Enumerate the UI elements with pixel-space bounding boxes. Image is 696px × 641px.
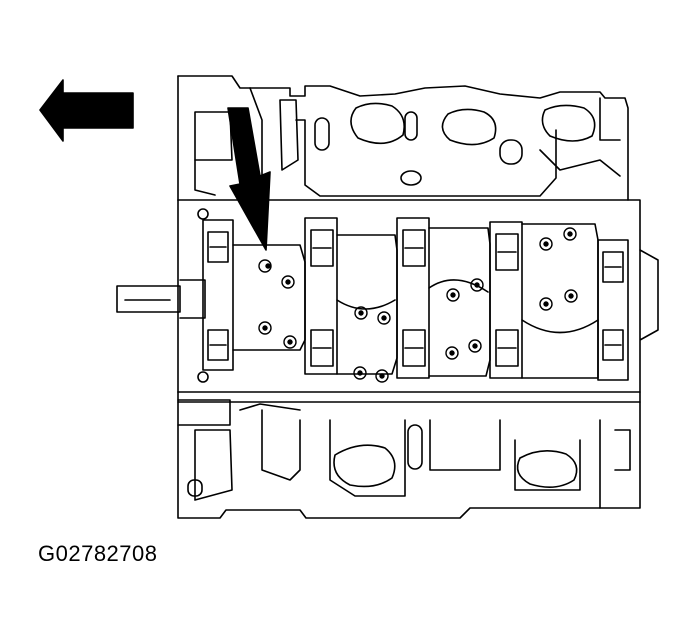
bolt bbox=[357, 370, 363, 376]
bolt bbox=[262, 325, 268, 331]
bolt bbox=[285, 279, 291, 285]
bolt bbox=[449, 350, 455, 356]
bolt bbox=[258, 321, 272, 335]
bolt bbox=[563, 227, 577, 241]
bolt bbox=[281, 275, 295, 289]
bolt bbox=[258, 259, 272, 273]
bearing-cap-4 bbox=[489, 221, 523, 379]
bolt bbox=[450, 292, 456, 298]
bolt bbox=[358, 310, 364, 316]
bolt bbox=[564, 289, 578, 303]
bearing-cap-2 bbox=[304, 217, 338, 375]
direction-arrow-icon bbox=[39, 79, 134, 142]
bolt bbox=[377, 311, 391, 325]
bolt bbox=[283, 335, 297, 349]
cap-bolts bbox=[258, 227, 578, 383]
bolt bbox=[567, 231, 573, 237]
bolt bbox=[470, 278, 484, 292]
bolt bbox=[468, 339, 482, 353]
bolt bbox=[543, 301, 549, 307]
bolt bbox=[539, 237, 553, 251]
bearing-cap-1 bbox=[197, 208, 234, 383]
crankshaft-snout bbox=[116, 279, 206, 319]
bolt bbox=[539, 297, 553, 311]
bolt bbox=[445, 346, 459, 360]
bolt bbox=[568, 293, 574, 299]
bolt bbox=[287, 339, 293, 345]
bolt bbox=[354, 306, 368, 320]
bolt bbox=[543, 241, 549, 247]
bolt bbox=[375, 369, 389, 383]
bearing-cap-5 bbox=[597, 239, 629, 381]
bolt bbox=[265, 263, 271, 269]
bolt bbox=[381, 315, 387, 321]
pointer-arrow-icon bbox=[227, 107, 271, 251]
figure-code-label: G02782708 bbox=[38, 541, 158, 566]
bearing-cap-3 bbox=[396, 217, 430, 379]
bolt bbox=[379, 373, 385, 379]
bolt bbox=[472, 343, 478, 349]
bolt bbox=[474, 282, 480, 288]
lower-block bbox=[177, 391, 641, 519]
main-bearing-section bbox=[177, 199, 659, 393]
bolt bbox=[353, 366, 367, 380]
upper-block bbox=[177, 75, 641, 251]
bolt bbox=[446, 288, 460, 302]
